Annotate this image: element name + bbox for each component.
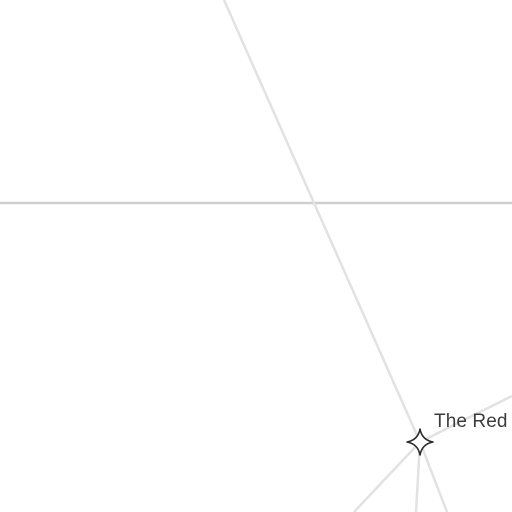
place-label[interactable]: The Red (434, 411, 508, 432)
road-east (419, 394, 512, 444)
road-southwest (353, 441, 421, 512)
road-southeast (418, 441, 449, 512)
sparkle-star-icon[interactable] (406, 428, 434, 456)
road-diagonal-north (222, 0, 422, 443)
